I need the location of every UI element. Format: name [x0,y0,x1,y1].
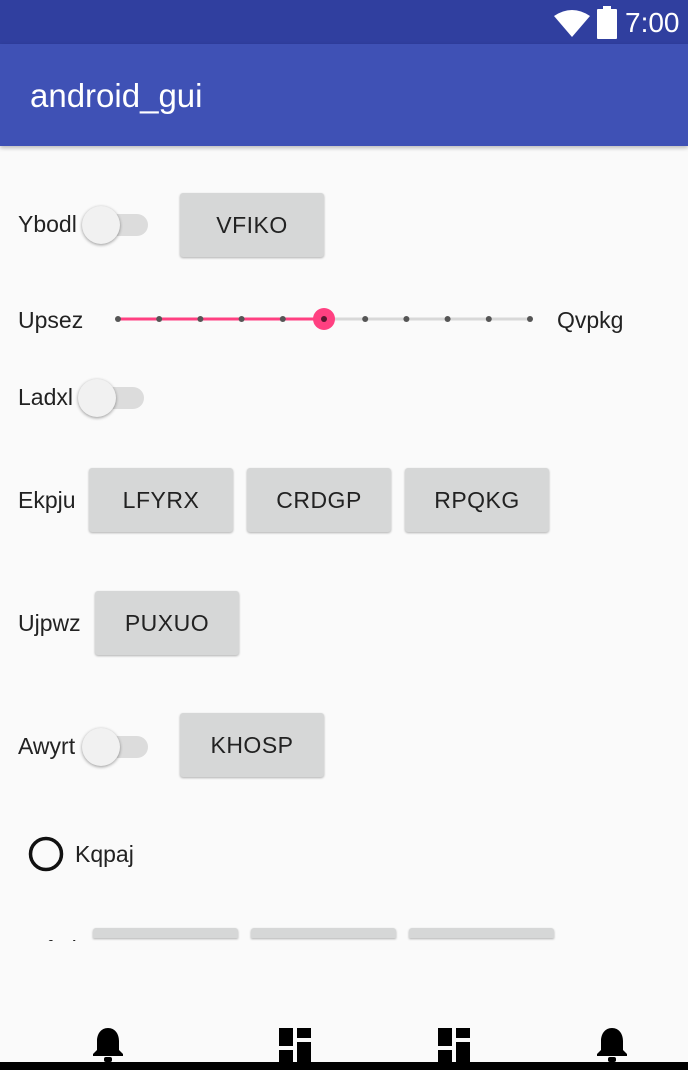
ladxl-switch[interactable] [78,377,148,417]
ujpwz-label: Ujpwz [18,610,81,636]
seekbar-tick [279,316,286,322]
rpqkg-button[interactable]: RPQKG [405,468,549,532]
app-title: android_gui [30,77,203,114]
seekbar-tick [444,316,451,322]
cut-row-label: Xefcdq [18,935,90,941]
awyrt-label: Awyrt [18,733,76,759]
bell-icon[interactable] [592,1026,632,1062]
ladxl-label: Ladxl [18,384,73,410]
seekbar-tick [197,316,204,322]
upsez-label: Upsez [18,307,84,333]
puxuo-button[interactable]: PUXUO [95,591,239,655]
switch-thumb [78,379,116,417]
upsez-seekbar[interactable] [110,304,540,334]
vfiko-button[interactable]: VFIKO [180,193,324,257]
lfyrx-button[interactable]: LFYRX [89,468,233,532]
switch-thumb [82,728,120,766]
switch-thumb [82,206,120,244]
seekbar-tick [156,316,163,322]
dashboard-icon[interactable] [275,1026,315,1062]
cut-row-button[interactable] [93,928,238,938]
kqpaj-radio[interactable] [28,836,64,872]
dashboard-icon[interactable] [434,1026,474,1062]
ybodl-label: Ybodl [18,211,77,237]
seekbar-tick [485,316,492,322]
radio-ring-icon [28,836,64,872]
bottom-navigation [0,1000,688,1062]
ekpju-label: Ekpju [18,487,76,513]
qvpkg-label: Qvpkg [557,307,624,333]
seekbar-tick [238,316,245,322]
system-nav-edge [0,1062,688,1070]
seekbar-tick [115,316,121,322]
seekbar-tick [362,316,369,322]
battery-icon [597,6,617,39]
content-area: Ybodl VFIKO Upsez Qvpkg Ladxl Ekpju LFYR… [0,146,688,941]
ybodl-switch[interactable] [82,204,152,244]
kqpaj-label: Kqpaj [75,841,134,867]
cut-row-button[interactable] [251,928,396,938]
seekbar-thumb-dot [321,316,327,322]
status-time: 7:00 [625,7,680,38]
cut-row-button[interactable] [409,928,554,938]
awyrt-switch[interactable] [82,726,152,766]
bell-icon[interactable] [88,1026,128,1062]
seekbar-tick [403,316,410,322]
seekbar-tick [527,316,533,322]
khosp-button[interactable]: KHOSP [180,713,324,777]
app-bar: android_gui [0,44,688,146]
crdgp-button[interactable]: CRDGP [247,468,391,532]
status-bar: 7:00 [0,0,688,44]
wifi-icon [554,10,590,37]
